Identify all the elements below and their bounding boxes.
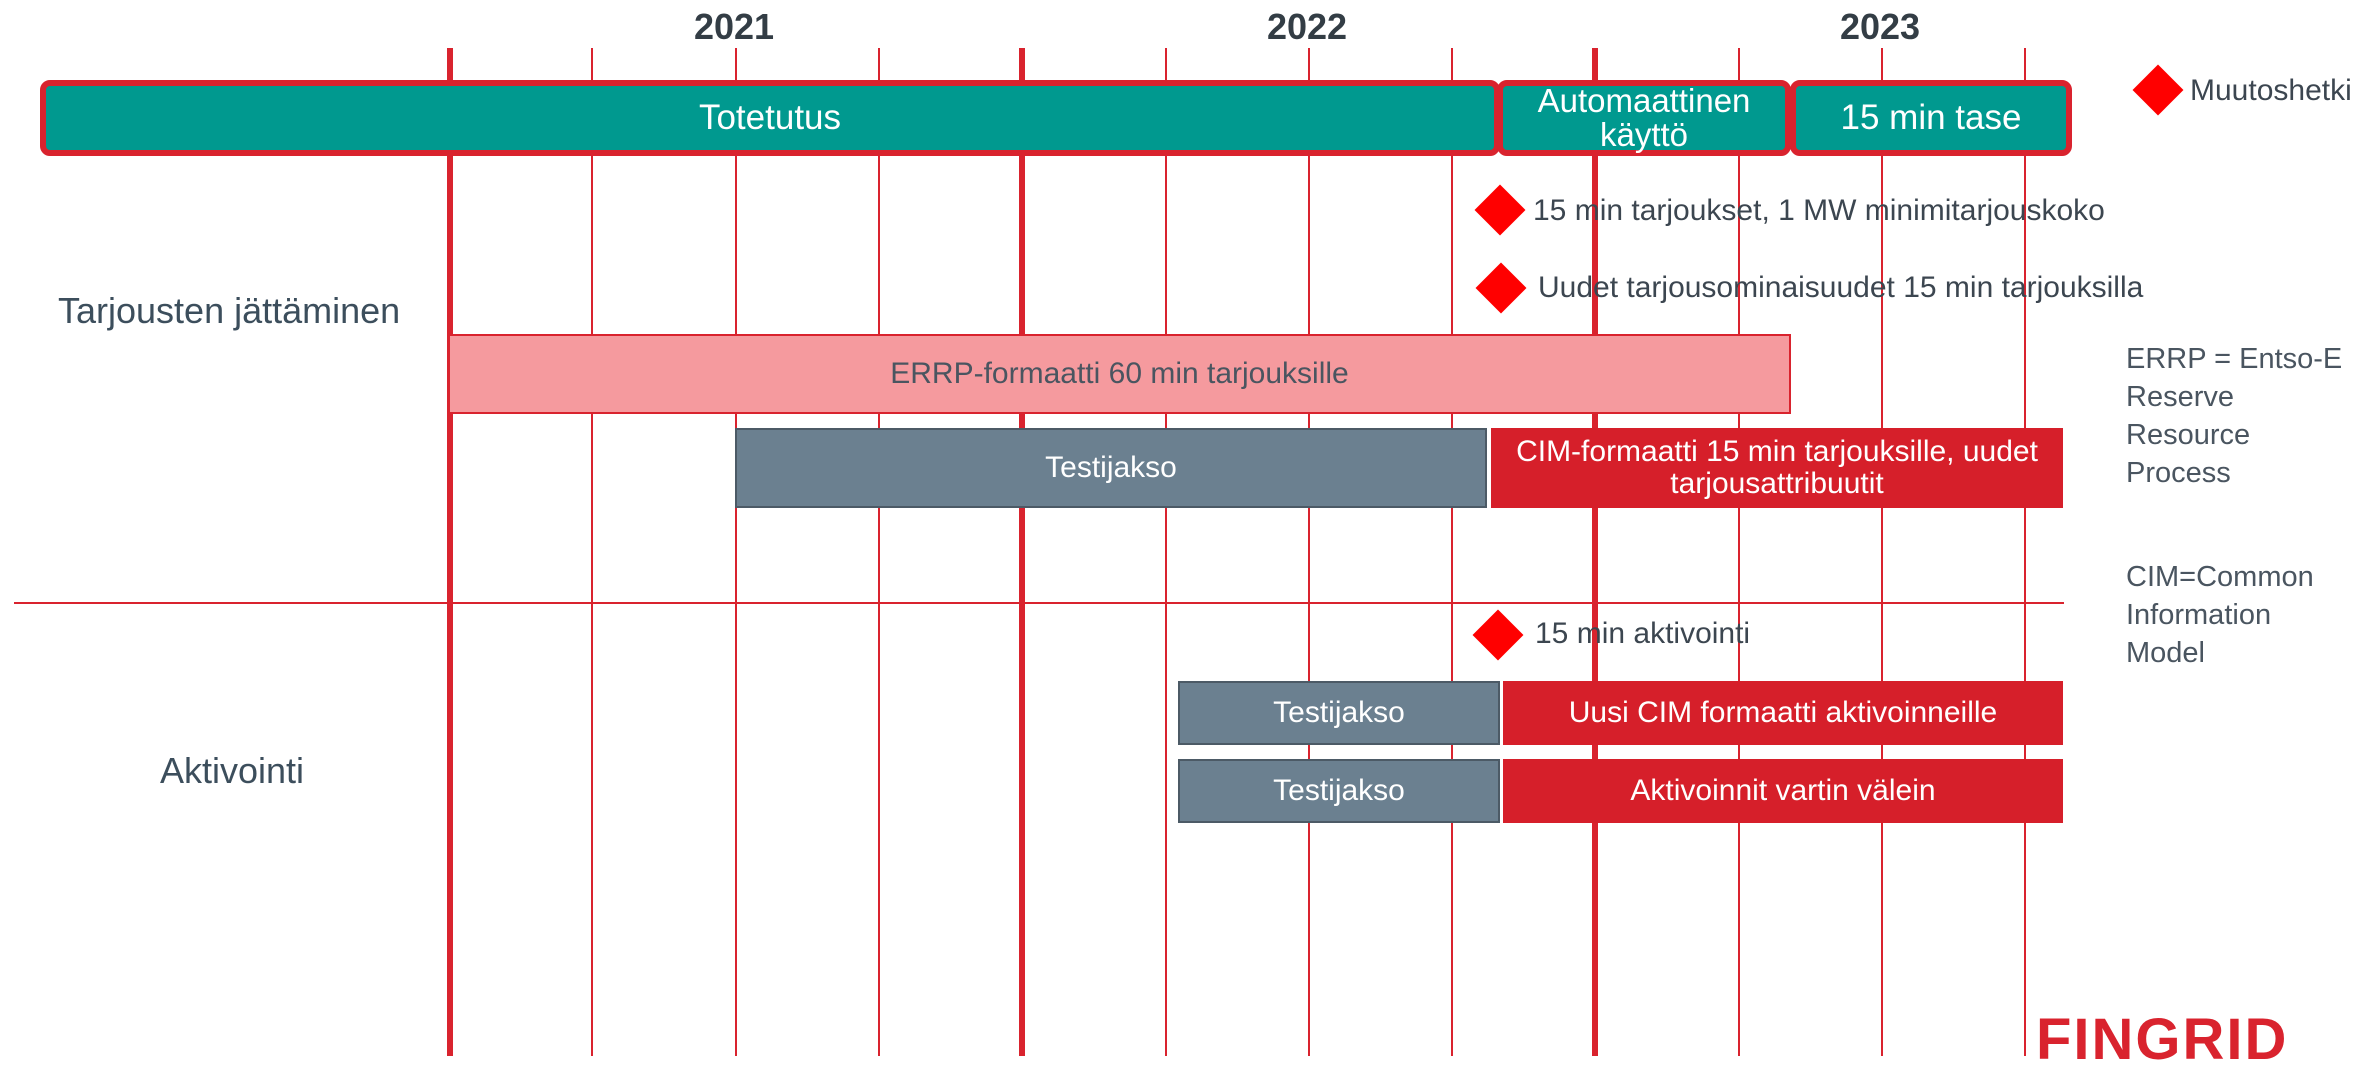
grid-line xyxy=(591,48,593,1056)
note-errp-definition: ERRP = Entso-E Reserve Resource Process xyxy=(2126,343,2343,489)
diamond-legend-icon xyxy=(2132,64,2184,116)
bar-uusi-cim-formaatti: Uusi CIM formaatti aktivoinneille xyxy=(1503,681,2063,745)
grid-line xyxy=(1881,48,1883,1056)
milestone-uudet-tarjousominaisuudet: Uudet tarjousominaisuudet 15 min tarjouk… xyxy=(1538,271,2144,304)
milestone-15-min-tarjoukset: 15 min tarjoukset, 1 MW minimitarjouskok… xyxy=(1533,194,2105,227)
year-label-2022: 2022 xyxy=(1266,6,1348,47)
milestone-15-min-aktivointi: 15 min aktivointi xyxy=(1535,617,1751,650)
bar-testijakso-tarjoukset: Testijakso xyxy=(735,428,1487,508)
phase-automaattinen-kaytto: Automaattinen käyttö xyxy=(1497,80,1791,156)
milestone-diamond-icon xyxy=(1475,262,1527,314)
bar-aktivoinnit-vartin-valein: Aktivoinnit vartin välein xyxy=(1503,759,2063,823)
year-label-2021: 2021 xyxy=(693,6,775,47)
bar-errp-formaatti: ERRP-formaatti 60 min tarjouksille xyxy=(448,334,1791,414)
grid-line xyxy=(735,48,737,1056)
note-cim-definition: CIM=Common Information Model xyxy=(2126,561,2314,669)
grid-line xyxy=(878,48,880,1056)
grid-line xyxy=(1451,48,1453,1056)
fingrid-logo: FINGRID xyxy=(2036,1007,2289,1072)
grid-line xyxy=(2024,48,2026,1056)
grid-line-2023-start xyxy=(1592,48,1598,1056)
grid-line xyxy=(1738,48,1740,1056)
legend-label: Muutoshetki xyxy=(2190,74,2352,107)
section-aktivointi: Aktivointi xyxy=(160,750,305,791)
section-divider xyxy=(14,602,2064,604)
grid-line-2022-start xyxy=(1019,48,1025,1056)
bar-testijakso-cim: Testijakso xyxy=(1178,681,1500,745)
grid-line xyxy=(1165,48,1167,1056)
milestone-diamond-icon xyxy=(1474,184,1526,236)
grid-line xyxy=(1308,48,1310,1056)
grid-line-2021-start xyxy=(447,48,453,1056)
bar-cim-formaatti-15-min: CIM-formaatti 15 min tarjouksille, uudet… xyxy=(1491,428,2063,508)
year-label-2023: 2023 xyxy=(1839,6,1921,47)
section-tarjousten-jattaminen: Tarjousten jättäminen xyxy=(58,290,401,331)
bar-testijakso-vartin: Testijakso xyxy=(1178,759,1500,823)
milestone-diamond-icon xyxy=(1472,609,1524,661)
phase-15-min-tase: 15 min tase xyxy=(1790,80,2072,156)
phase-totetutus: Totetutus xyxy=(40,80,1500,156)
